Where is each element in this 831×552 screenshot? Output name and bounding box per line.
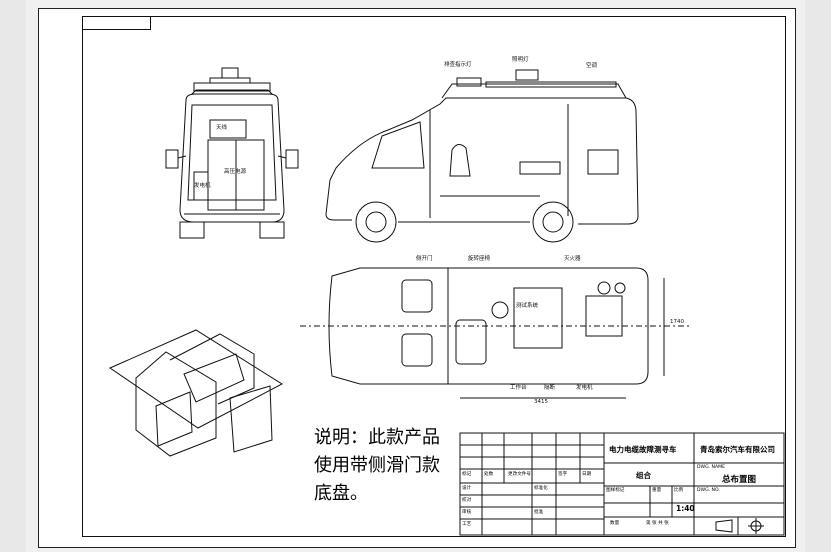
label-beacon: 排查指示灯 (444, 62, 472, 68)
weight-label: 重量 (652, 488, 662, 493)
right-margin (805, 0, 831, 552)
dwg-name-label: DWG. NAME (697, 465, 726, 470)
qty-label: 数量 (610, 521, 620, 526)
company-name: 青岛索尔汽车有限公司 (700, 445, 775, 454)
row-header-2: 更改文件号 (508, 472, 531, 477)
rear-roof-unit (221, 67, 239, 79)
label-test-system: 测试系统 (516, 303, 539, 309)
sheet-label: 第 张 共 张 (646, 521, 669, 526)
drawing-frame (82, 16, 786, 537)
role-standard: 标准化 (534, 486, 548, 491)
label-door: 侧开门 (416, 256, 433, 262)
product-name: 电力电缆故障测寻车 (609, 445, 677, 454)
role-design: 设计 (462, 486, 472, 491)
dimension-length: 3415 (534, 399, 548, 405)
corner-box (82, 16, 151, 30)
row-header-0: 标记 (462, 472, 472, 477)
label-partition: 隔断 (544, 385, 556, 391)
left-margin (0, 0, 26, 552)
mark-label: 图样标记 (606, 488, 625, 493)
dwg-no-label: DWG. NO. (697, 488, 720, 493)
label-high-voltage: 高压电源 (224, 169, 247, 175)
label-swivel-seat: 旋转座椅 (468, 256, 491, 262)
row-header-4: 日期 (582, 472, 592, 477)
rear-view (165, 67, 299, 239)
row-header-3: 签字 (558, 472, 568, 477)
drawing-sheet (38, 8, 796, 548)
label-generator: 发电机 (576, 385, 593, 391)
scale-label: 比例 (674, 488, 684, 493)
assembly-label: 组合 (636, 471, 651, 480)
label-lights: 照明灯 (512, 57, 529, 63)
label-ac: 空调 (586, 63, 598, 69)
top-view (300, 267, 690, 399)
label-rear-roof: 天线 (216, 125, 228, 131)
drawing-note: 说明：此款产品使用带侧滑门款底盘。 (314, 427, 440, 504)
side-view (325, 69, 639, 243)
label-workbench: 工作台 (510, 385, 527, 391)
role-review: 审核 (462, 510, 472, 515)
label-extinguisher: 灭火器 (564, 256, 581, 262)
role-process: 工艺 (462, 522, 472, 527)
dimension-width: 1740 (670, 319, 684, 325)
title-block-grid (459, 432, 785, 536)
row-header-1: 处数 (484, 472, 494, 477)
drawing-title: 总布置图 (722, 475, 757, 485)
role-check: 校对 (462, 498, 472, 503)
role-approve: 批准 (534, 510, 544, 515)
isometric-view (108, 329, 284, 457)
scale-value: 1:40 (676, 504, 695, 513)
label-generator-front: 发电机 (194, 183, 211, 189)
